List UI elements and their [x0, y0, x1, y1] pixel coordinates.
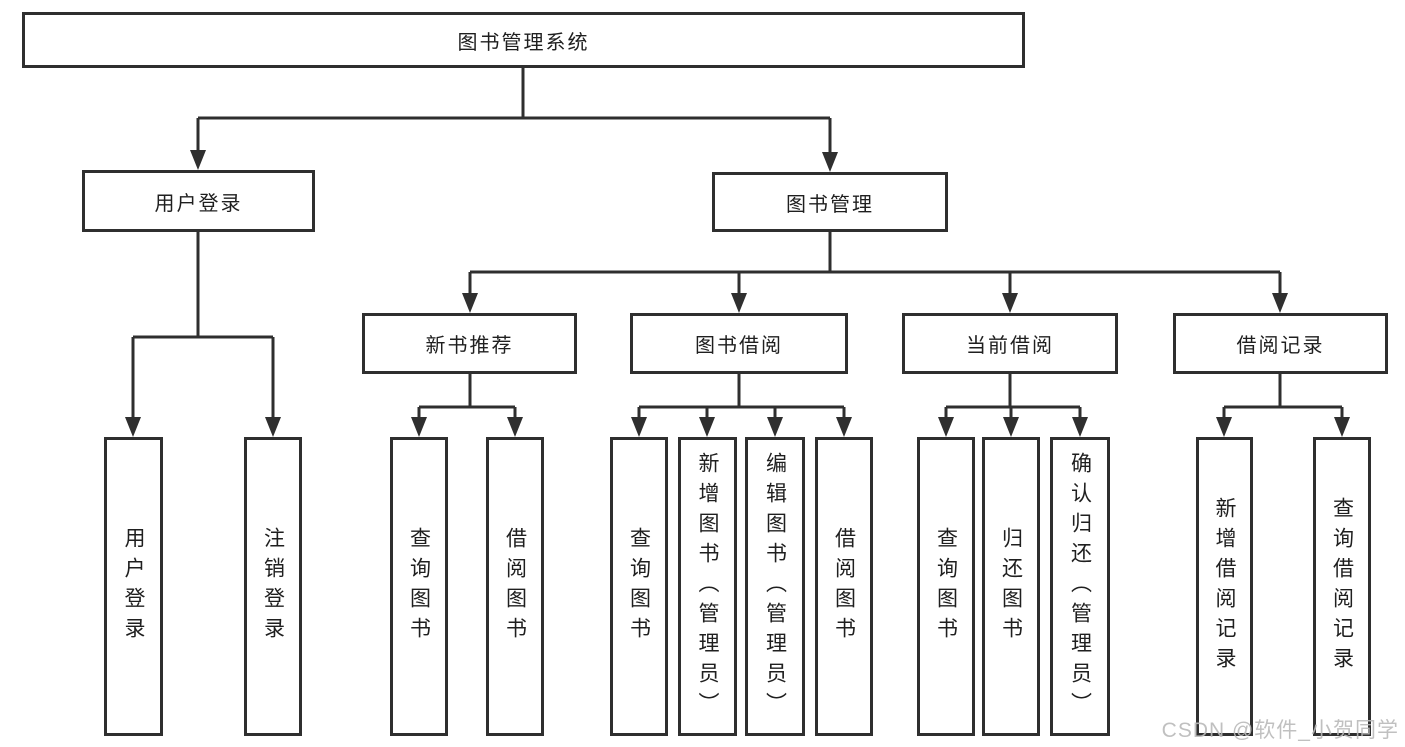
node-newrec-query-books: 查询图书 [390, 437, 448, 736]
node-label: 借阅图书 [832, 526, 856, 647]
node-label: 借阅图书 [503, 526, 527, 647]
node-records-add-record: 新增借阅记录 [1196, 437, 1253, 736]
node-current-confirm-return-admin: 确认归还（管理员） [1050, 437, 1110, 736]
node-borrow-borrow-books: 借阅图书 [815, 437, 873, 736]
arrowheads [125, 150, 1350, 437]
node-label: 编辑图书（管理员） [763, 451, 787, 722]
node-user-login: 用户登录 [104, 437, 163, 736]
node-current-query-books: 查询图书 [917, 437, 975, 736]
node-book-management-branch: 图书管理 [712, 172, 948, 232]
node-label: 用户登录 [122, 526, 145, 647]
csdn-watermark: CSDN @软件_小贺同学 [1161, 719, 1399, 742]
node-logout: 注销登录 [244, 437, 302, 736]
node-label: 查询图书 [627, 526, 651, 647]
node-records-query-record: 查询借阅记录 [1313, 437, 1371, 736]
node-library-management-system: 图书管理系统 [22, 12, 1025, 68]
node-user-login-branch: 用户登录 [82, 170, 315, 232]
node-label: 查询图书 [934, 526, 958, 647]
node-borrow-edit-book-admin: 编辑图书（管理员） [745, 437, 805, 736]
node-label: 查询图书 [407, 526, 431, 647]
node-borrow-query-books: 查询图书 [610, 437, 668, 736]
node-new-book-recommend: 新书推荐 [362, 313, 577, 374]
node-label: 归还图书 [999, 526, 1023, 647]
node-label: 查询借阅记录 [1330, 496, 1354, 677]
node-newrec-borrow-books: 借阅图书 [486, 437, 544, 736]
node-borrow-add-book-admin: 新增图书（管理员） [678, 437, 737, 736]
node-label: 新增图书（管理员） [696, 451, 719, 722]
connector-paths [131, 68, 1344, 425]
node-label: 注销登录 [261, 526, 285, 647]
node-book-borrowing: 图书借阅 [630, 313, 848, 374]
node-current-return-books: 归还图书 [982, 437, 1040, 736]
node-current-borrowing: 当前借阅 [902, 313, 1118, 374]
node-label: 新增借阅记录 [1213, 496, 1236, 677]
node-label: 确认归还（管理员） [1068, 451, 1092, 722]
node-borrowing-records: 借阅记录 [1173, 313, 1388, 374]
